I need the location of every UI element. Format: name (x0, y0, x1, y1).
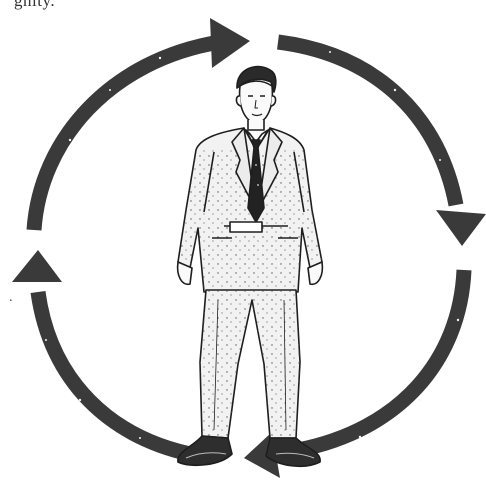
arrow-arc-bottom-right (298, 270, 464, 450)
man-in-suit (178, 67, 323, 467)
arrowhead-left (12, 250, 62, 282)
arrow-arc-bottom-left (38, 292, 200, 456)
shoe-left (178, 436, 232, 465)
arrowhead-top (210, 18, 250, 68)
arrowhead-right (436, 210, 486, 246)
